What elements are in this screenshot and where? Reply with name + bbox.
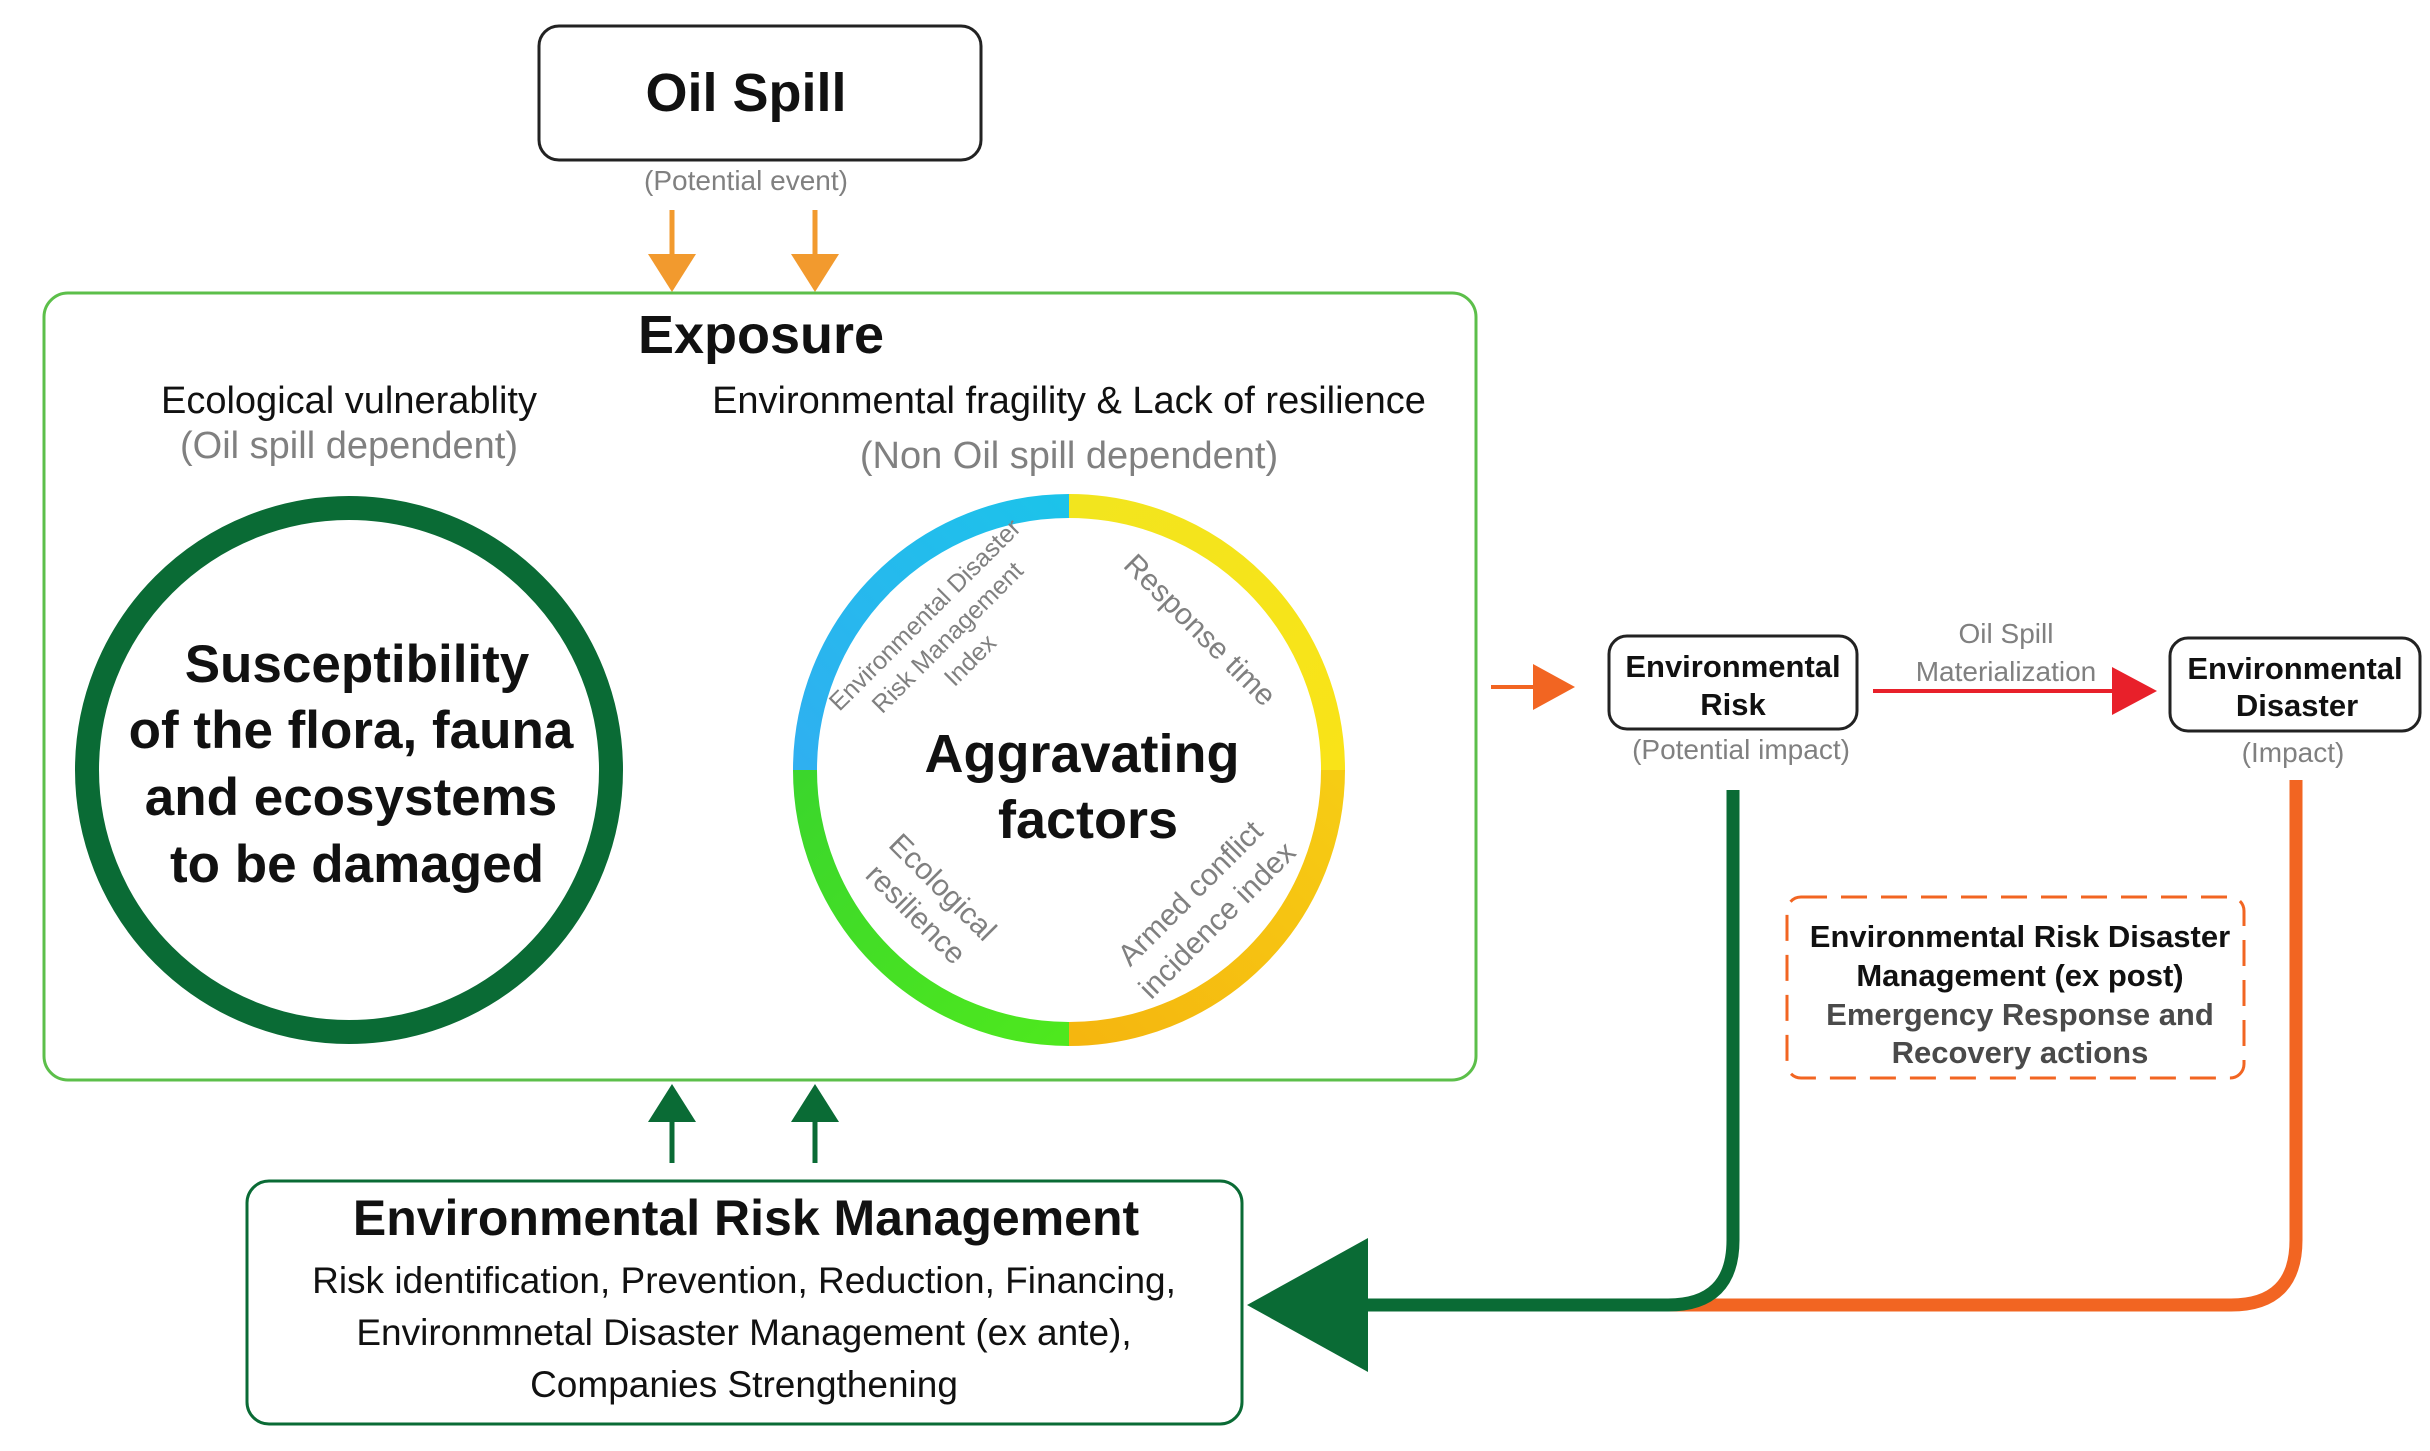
environmental-risk-node: Environmental Risk (Potential impact) (1607, 634, 1859, 765)
erdm-sub-line-2: Recovery actions (1892, 1035, 2149, 1070)
erm-to-exposure-arrows (648, 1084, 839, 1163)
exposure-box (42, 291, 1478, 1082)
susceptibility-ring (75, 496, 623, 1044)
erdm-line-2: Management (ex post) (1856, 958, 2183, 993)
event-to-exposure-arrows (648, 210, 839, 292)
exposure-title: Exposure (638, 305, 884, 365)
exposure-panel: Exposure Ecological vulnerablity (Oil sp… (42, 291, 1478, 1082)
erdm-dashed-border (1785, 895, 2246, 1080)
materialization-line-2: Materialization (1916, 656, 2097, 687)
feedback-arrow-head (1247, 1238, 1368, 1372)
erm-title: Environmental Risk Management (353, 1190, 1140, 1246)
disaster-feedback-line (1620, 780, 2303, 1312)
fragility-heading: Environmental fragility & Lack of resili… (712, 380, 1426, 422)
oil-spill-box (537, 24, 983, 162)
erdm-sub-line-1: Emergency Response and (1826, 997, 2214, 1032)
exposure-to-risk-arrow (1491, 664, 1575, 710)
susceptibility-line-4: to be damaged (170, 835, 544, 894)
risk-feedback-line (1360, 790, 1740, 1312)
fragility-sub: (Non Oil spill dependent) (860, 435, 1278, 477)
erm-line-3: Companies Strengthening (530, 1364, 958, 1405)
ring-segment-armed-conflict (1068, 769, 1345, 1046)
oil-spill-subtitle: (Potential event) (644, 165, 848, 196)
arrow-head-right (791, 1084, 839, 1122)
arrow-head-left (648, 1084, 696, 1122)
ecological-vulnerability-heading: Ecological vulnerablity (161, 380, 537, 422)
susceptibility-line-1: Susceptibility (185, 635, 530, 694)
environmental-disaster-subtitle: (Impact) (2242, 737, 2345, 768)
oil-spill-node: Oil Spill (Potential event) (537, 24, 983, 196)
ring-segment-erdmi (793, 494, 1070, 771)
arrow-head (1533, 664, 1575, 710)
ring-segment-ecological-resilience (793, 769, 1070, 1046)
susceptibility-line-2: of the flora, fauna (129, 701, 574, 760)
environmental-risk-box (1607, 634, 1859, 731)
environmental-disaster-line-2: Disaster (2236, 688, 2358, 723)
erm-box (245, 1179, 1244, 1426)
environmental-disaster-box (2168, 636, 2422, 733)
environmental-disaster-node: Environmental Disaster (Impact) (2168, 636, 2422, 768)
ecological-vulnerability-sub: (Oil spill dependent) (180, 425, 518, 467)
environmental-risk-line-1: Environmental (1625, 649, 1840, 684)
environmental-risk-line-2: Risk (1700, 687, 1766, 722)
aggravating-line-1: Aggravating (924, 724, 1239, 784)
arrow-head-left (648, 254, 696, 292)
environmental-risk-subtitle: (Potential impact) (1632, 734, 1850, 765)
arrow-head (2112, 667, 2157, 715)
oil-spill-title: Oil Spill (645, 63, 846, 123)
aggravating-line-2: factors (998, 790, 1178, 850)
erdm-ex-post-box: Environmental Risk Disaster Management (… (1785, 895, 2246, 1080)
erm-node: Environmental Risk Management Risk ident… (245, 1179, 1244, 1426)
erm-line-1: Risk identification, Prevention, Reducti… (312, 1260, 1176, 1301)
erdm-line-1: Environmental Risk Disaster (1810, 919, 2230, 954)
aggravating-ring (793, 494, 1345, 1046)
materialization-arrow: Oil Spill Materialization (1873, 618, 2157, 715)
environmental-disaster-line-1: Environmental (2187, 651, 2402, 686)
susceptibility-line-3: and ecosystems (145, 768, 557, 827)
materialization-line-1: Oil Spill (1959, 618, 2054, 649)
erm-line-2: Environmnetal Disaster Management (ex an… (356, 1312, 1131, 1353)
arrow-head-right (791, 254, 839, 292)
ring-segment-response-time (1068, 494, 1345, 771)
